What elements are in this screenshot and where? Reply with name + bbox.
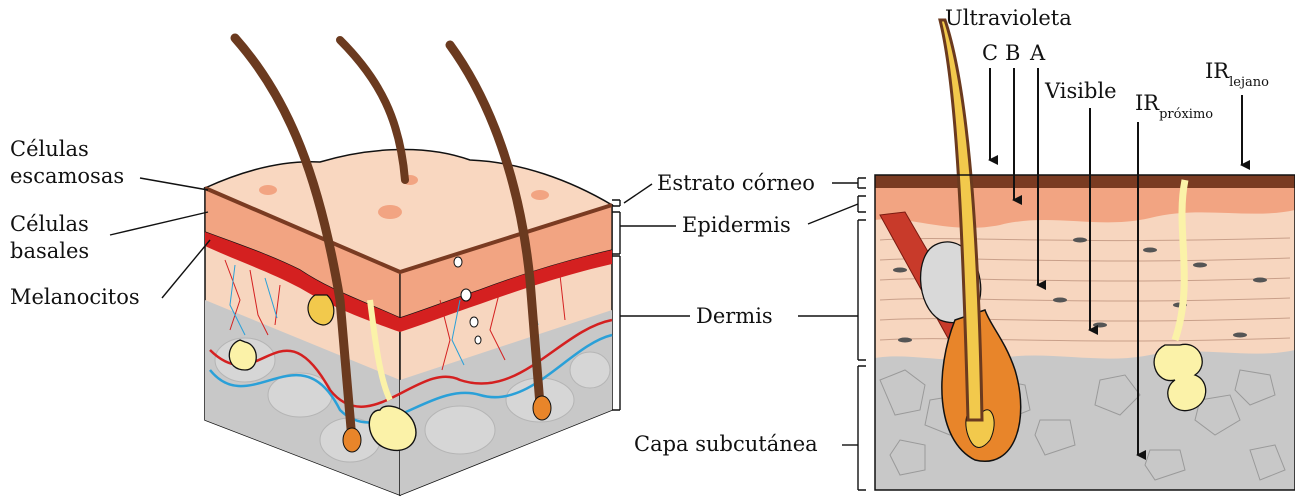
label-subcutaneous: Capa subcutánea bbox=[634, 432, 818, 456]
label-uv-a: A bbox=[1029, 41, 1046, 65]
label-uv-b: B bbox=[1005, 41, 1020, 65]
leader-melanocytes bbox=[162, 240, 210, 298]
label-melanocytes: Melanocitos bbox=[10, 285, 140, 309]
label-uv-c: C bbox=[982, 41, 998, 65]
hair-bulb-1 bbox=[343, 428, 361, 452]
label-squamous-2: escamosas bbox=[10, 164, 124, 188]
label-basal-2: basales bbox=[10, 239, 89, 263]
label-ultraviolet: Ultravioleta bbox=[945, 6, 1072, 30]
leader-squamous bbox=[140, 178, 208, 190]
subcutaneous-layer bbox=[875, 350, 1295, 490]
hair-bulb-2 bbox=[533, 396, 551, 420]
label-epidermis: Epidermis bbox=[682, 213, 791, 237]
label-ir-near: IRpróximo bbox=[1135, 91, 1213, 122]
label-squamous-1: Células bbox=[10, 137, 89, 161]
label-basal-1: Células bbox=[10, 212, 89, 236]
label-visible: Visible bbox=[1044, 79, 1117, 103]
stratum-corneum-layer bbox=[875, 175, 1295, 188]
skin-block-3d bbox=[205, 38, 612, 495]
label-ir-far: IRlejano bbox=[1205, 59, 1269, 90]
left-brackets bbox=[612, 184, 690, 410]
label-stratum-corneum: Estrato córneo bbox=[657, 171, 815, 195]
label-dermis: Dermis bbox=[696, 304, 773, 328]
leader-basal bbox=[110, 212, 208, 235]
